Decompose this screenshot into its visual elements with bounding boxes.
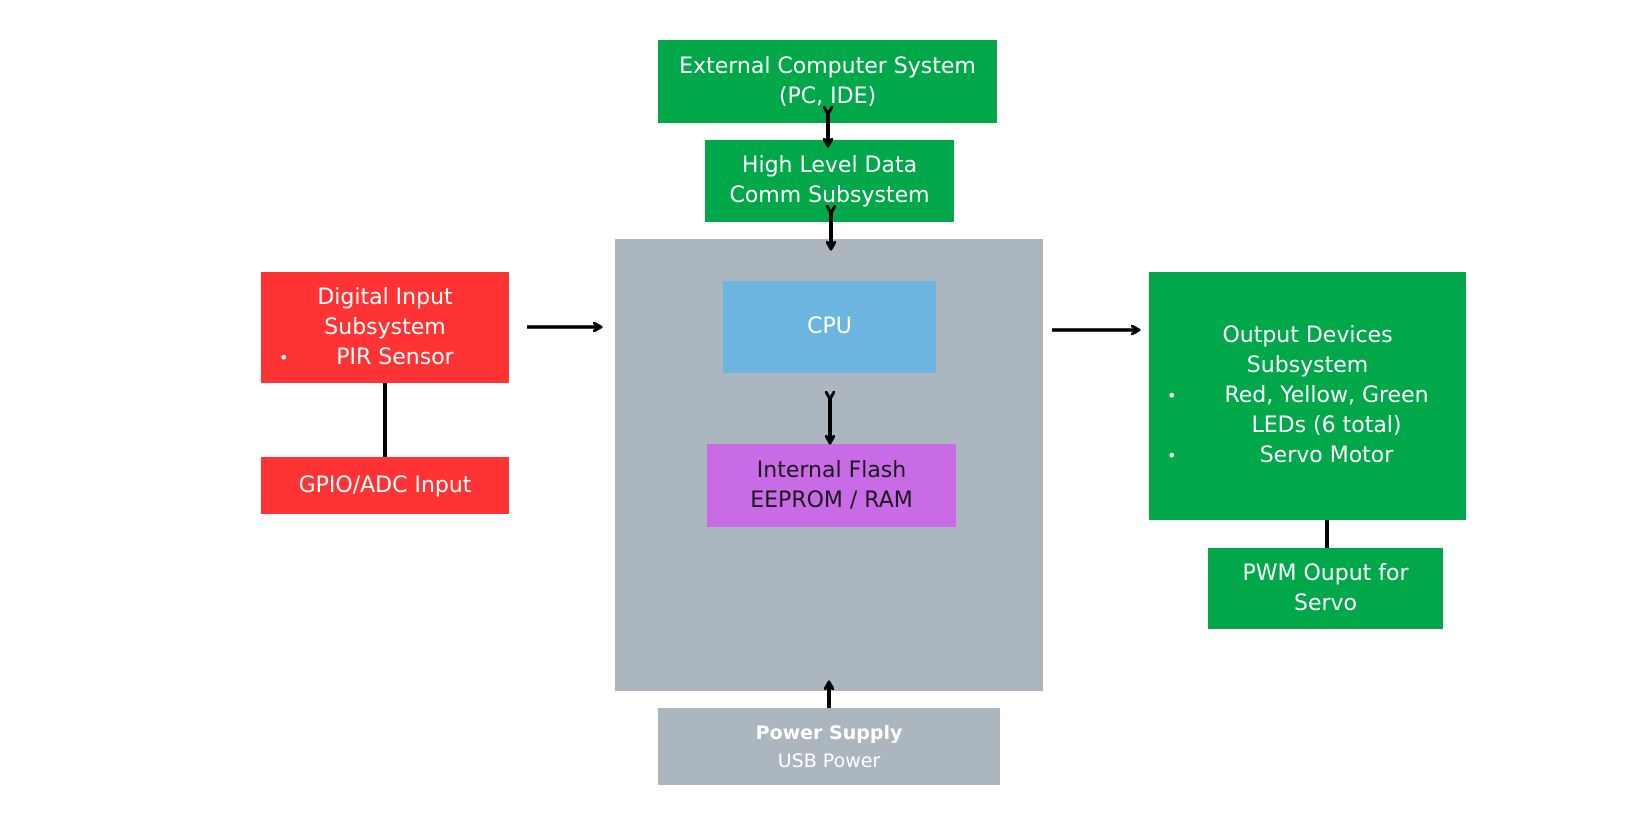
digital-input-line-1: Digital Input	[317, 284, 453, 310]
pir-sensor-label: PIR Sensor	[336, 344, 454, 370]
external-computer-system-box: External Computer System (PC, IDE)	[658, 40, 997, 123]
digital-input-box: Digital Input Subsystem • PIR Sensor	[261, 272, 509, 383]
bullet-icon: •	[1167, 446, 1177, 465]
memory-box: Internal Flash EEPROM / RAM	[707, 444, 956, 527]
power-supply-box: Power Supply USB Power	[658, 708, 1000, 785]
digital-input-bullet-item: • PIR Sensor	[261, 343, 509, 373]
output-line-2: Subsystem	[1246, 353, 1369, 378]
pwm-line-2: Servo	[1293, 590, 1358, 616]
cpu-label: CPU	[807, 314, 852, 339]
gpio-adc-label: GPIO/ADC Input	[298, 472, 472, 498]
servo-motor-label: Servo Motor	[1259, 443, 1394, 468]
output-bullet-leds: • Red, Yellow, Green	[1149, 381, 1466, 411]
comm-line-1: High Level Data	[741, 153, 918, 178]
output-devices-box: Output Devices Subsystem • Red, Yellow, …	[1149, 272, 1466, 520]
cpu-box: CPU	[723, 281, 936, 373]
power-supply-subtitle: USB Power	[777, 749, 881, 772]
digital-input-line-2: Subsystem	[324, 314, 446, 340]
memory-line-2: EEPROM / RAM	[750, 487, 913, 513]
bullet-icon: •	[1167, 386, 1177, 405]
output-bullet-servo: • Servo Motor	[1149, 441, 1466, 471]
leds-label-1: Red, Yellow, Green	[1224, 383, 1429, 408]
memory-line-1: Internal Flash	[756, 457, 907, 483]
pwm-output-box: PWM Ouput for Servo	[1208, 548, 1443, 629]
gpio-adc-box: GPIO/ADC Input	[261, 457, 509, 514]
comm-line-2: Comm Subsystem	[729, 183, 930, 208]
output-line-1: Output Devices	[1222, 323, 1393, 348]
external-line-2: (PC, IDE)	[778, 83, 877, 109]
pwm-line-1: PWM Ouput for	[1242, 560, 1409, 586]
external-line-1: External Computer System	[679, 53, 976, 79]
power-supply-title: Power Supply	[755, 721, 903, 744]
bullet-icon: •	[279, 347, 289, 367]
leds-label-2: LEDs (6 total)	[1251, 413, 1402, 438]
comm-subsystem-box: High Level Data Comm Subsystem	[705, 140, 954, 222]
